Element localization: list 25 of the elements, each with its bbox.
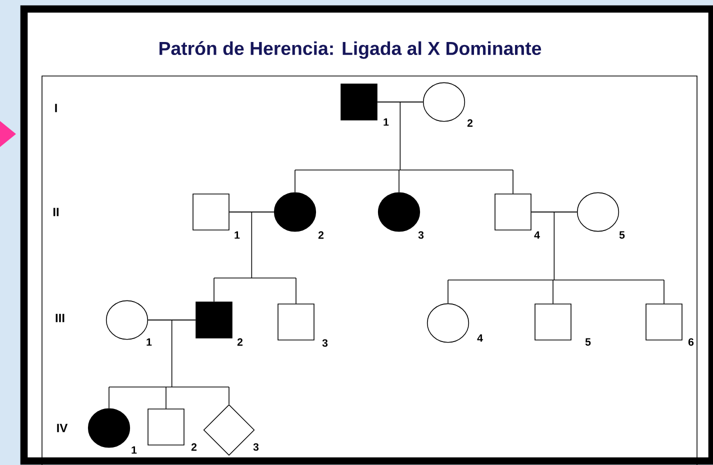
individual-number: 2 [191,443,197,451]
individual-number: 2 [318,231,324,239]
generation-label: IV [57,424,68,432]
descent-line [294,102,514,194]
individual-number: 6 [688,338,694,346]
individual-number: 4 [477,334,483,342]
individual-number: 1 [234,231,240,239]
individual-number: 1 [132,446,137,454]
individual-number: 4 [534,231,540,239]
individual-number: 1 [146,338,152,346]
descent-line [108,320,230,409]
individual-number: 3 [418,231,424,239]
descent-line [214,212,296,304]
individual-number: 5 [619,231,625,239]
generation-label: III [56,314,64,322]
generation-label: II [53,208,59,216]
title: Patrón de Herencia: Ligada al X Dominante [160,41,542,59]
individual-number: 1 [384,118,389,126]
individual-number: 2 [237,338,243,346]
generation-label: I [55,104,57,112]
individual-number: 5 [585,338,591,346]
individual-number: 3 [322,339,328,347]
individual-number: 2 [467,119,473,127]
descent-line [448,212,664,304]
individual-number: 3 [253,443,259,451]
